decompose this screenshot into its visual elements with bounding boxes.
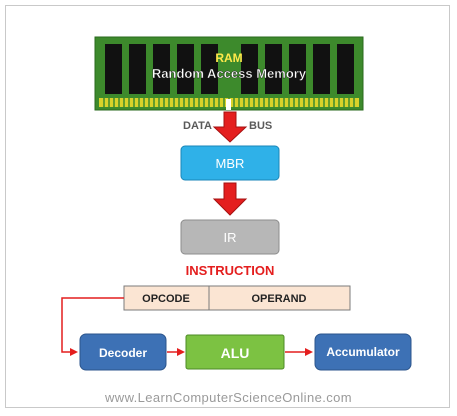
ram-notch <box>226 99 231 110</box>
instruction-title: INSTRUCTION <box>186 263 275 278</box>
ram-to-mbr-arrow-icon <box>212 111 248 143</box>
ram-title: RAM <box>215 51 242 65</box>
accumulator-box: Accumulator <box>314 333 412 371</box>
mbr-box: MBR <box>180 145 280 181</box>
mbr-to-ir-arrow-icon <box>212 182 248 216</box>
opcode-to-decoder-connector <box>61 297 124 356</box>
footer-website: www.LearnComputerScienceOnline.com <box>105 390 352 405</box>
operand-field: OPERAND <box>251 293 306 305</box>
alu-label: ALU <box>221 345 250 361</box>
alu-box: ALU <box>185 334 285 370</box>
instruction-format: OPCODE OPERAND <box>123 285 351 311</box>
ram-module: RAM Random Access Memory <box>94 36 364 111</box>
ram-pin-gaps <box>103 98 355 107</box>
mbr-label: MBR <box>216 156 245 171</box>
decoder-box: Decoder <box>79 333 167 371</box>
data-bus-label-right: BUS <box>249 120 272 132</box>
data-bus-label-left: DATA <box>183 120 212 132</box>
ram-chips <box>105 44 354 94</box>
ir-box: IR <box>180 219 280 255</box>
ir-label: IR <box>224 230 237 245</box>
decoder-label: Decoder <box>99 346 147 360</box>
accumulator-label: Accumulator <box>326 345 400 359</box>
opcode-field: OPCODE <box>142 293 190 305</box>
ram-subtitle: Random Access Memory <box>152 66 307 81</box>
